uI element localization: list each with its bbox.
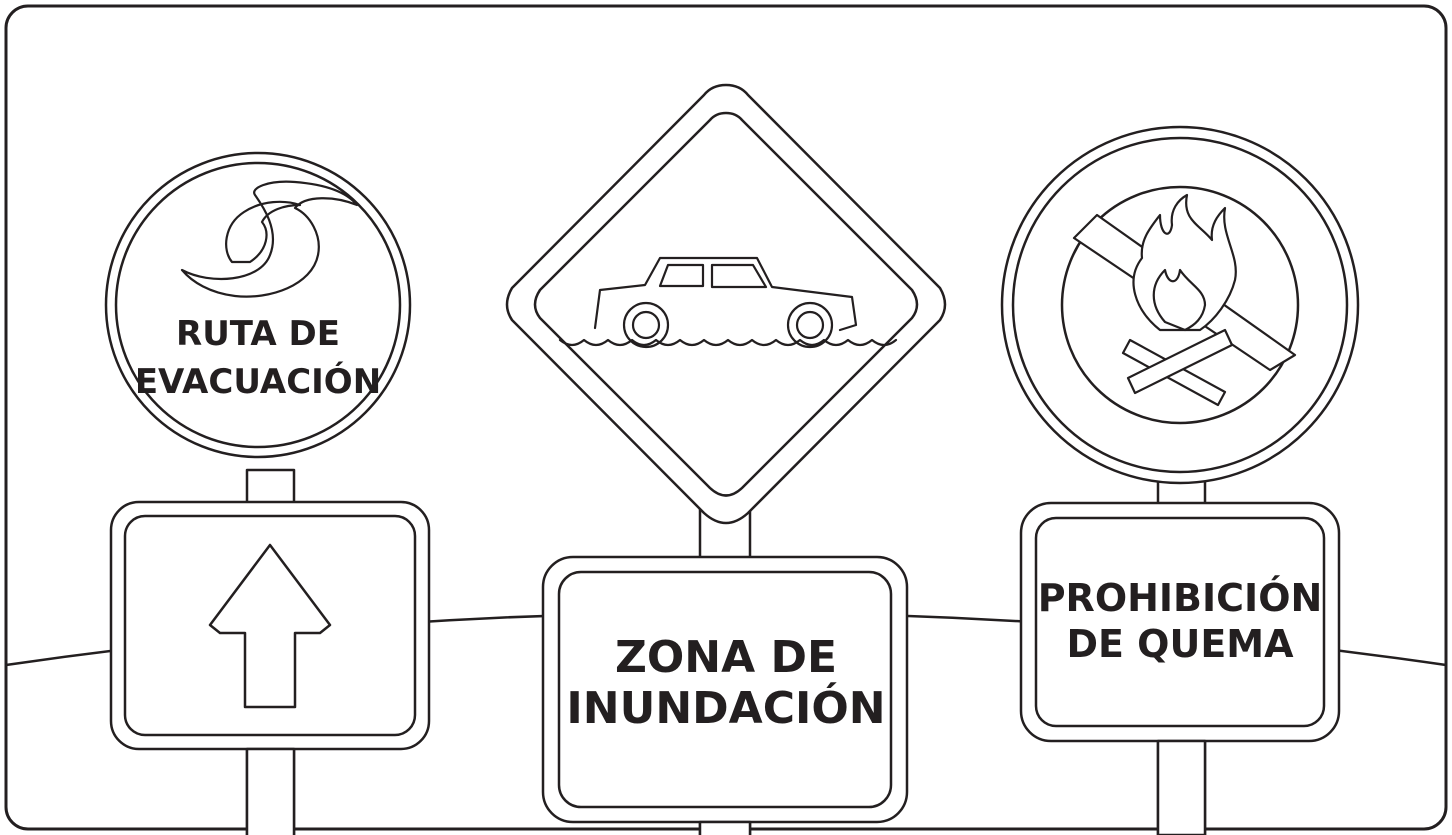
- burn-label-line1: PROHIBICIÓN: [1038, 576, 1323, 620]
- evacuation-label-line2: EVACUACIÓN: [135, 361, 381, 402]
- evacuation-arrow-panel: [109, 500, 431, 751]
- no-fire-icon: [1072, 193, 1297, 407]
- flood-diamond-sign: [505, 83, 947, 525]
- burn-label-line2: DE QUEMA: [1066, 622, 1294, 666]
- flooded-car-icon: [558, 256, 898, 349]
- flood-label-line2: INUNDACIÓN: [566, 681, 885, 734]
- up-arrow-icon: [208, 543, 332, 709]
- evacuation-round-sign: RUTA DE EVACUACIÓN: [104, 151, 412, 459]
- flood-label-panel: ZONA DE INUNDACIÓN: [541, 555, 909, 824]
- water-waves: [558, 338, 898, 347]
- burn-sign: PROHIBICIÓN DE QUEMA: [1000, 125, 1360, 835]
- evacuation-label-line1: RUTA DE: [176, 314, 340, 354]
- evacuation-sign: RUTA DE EVACUACIÓN: [104, 151, 431, 835]
- burn-round-sign: [1000, 125, 1360, 485]
- flood-sign: ZONA DE INUNDACIÓN: [505, 83, 947, 835]
- hurricane-icon: [180, 180, 359, 298]
- flood-label-line1: ZONA DE: [615, 632, 837, 683]
- burn-label-panel: PROHIBICIÓN DE QUEMA: [1019, 501, 1341, 743]
